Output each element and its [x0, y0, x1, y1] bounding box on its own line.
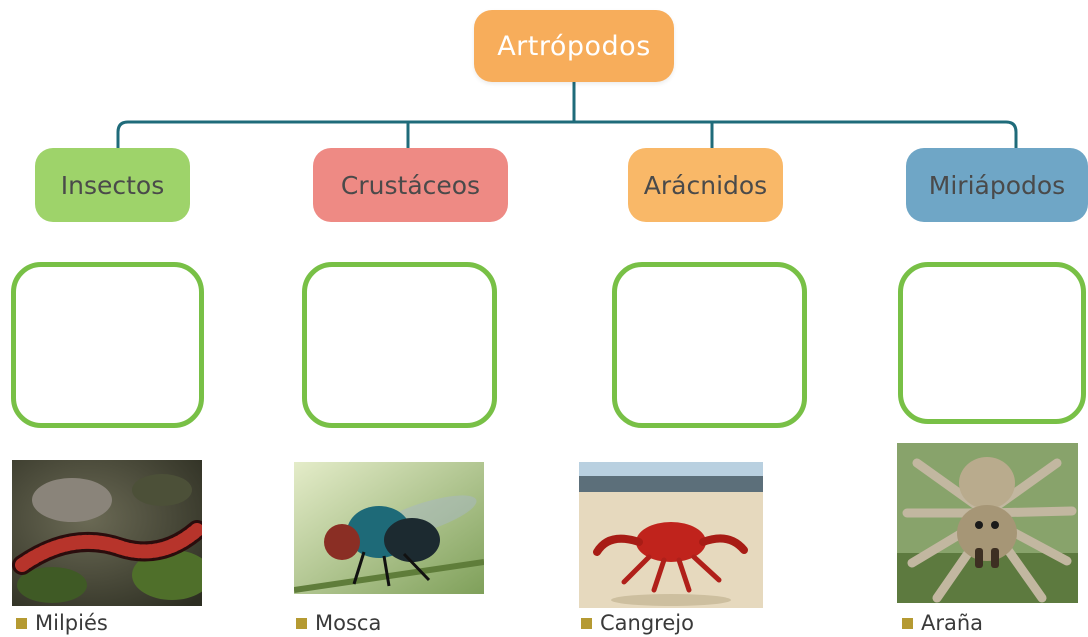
- millipede-photo[interactable]: [12, 460, 202, 606]
- crab-photo[interactable]: [579, 462, 763, 608]
- bullet-icon: [16, 617, 27, 629]
- bullet-icon: [296, 617, 307, 629]
- answer-box-miriapodos[interactable]: [898, 262, 1086, 424]
- answer-box-aracnidos[interactable]: [612, 262, 807, 428]
- spider-photo[interactable]: [897, 443, 1078, 603]
- caption-label: Milpiés: [35, 611, 108, 635]
- category-insectos: Insectos: [35, 148, 190, 222]
- caption-milpies: Milpiés: [16, 611, 108, 635]
- category-label: Miriápodos: [928, 170, 1066, 200]
- caption-label: Cangrejo: [600, 611, 694, 635]
- category-label: Insectos: [60, 170, 165, 200]
- root-node-artropodos: Artrópodos: [474, 10, 674, 82]
- fly-photo[interactable]: [294, 462, 484, 594]
- category-label: Crustáceos: [340, 170, 481, 200]
- answer-box-crustaceos[interactable]: [302, 262, 497, 428]
- root-node-label: Artrópodos: [497, 30, 651, 62]
- caption-label: Araña: [921, 611, 984, 635]
- category-label: Arácnidos: [643, 170, 768, 200]
- category-crustaceos: Crustáceos: [313, 148, 508, 222]
- category-miriapodos: Miriápodos: [906, 148, 1088, 222]
- bullet-icon: [581, 617, 592, 629]
- caption-mosca: Mosca: [296, 611, 381, 635]
- category-aracnidos: Arácnidos: [628, 148, 783, 222]
- caption-label: Mosca: [315, 611, 382, 635]
- bullet-icon: [902, 617, 913, 629]
- answer-box-insectos[interactable]: [11, 262, 204, 428]
- caption-cangrejo: Cangrejo: [581, 611, 694, 635]
- caption-arana: Araña: [902, 611, 983, 635]
